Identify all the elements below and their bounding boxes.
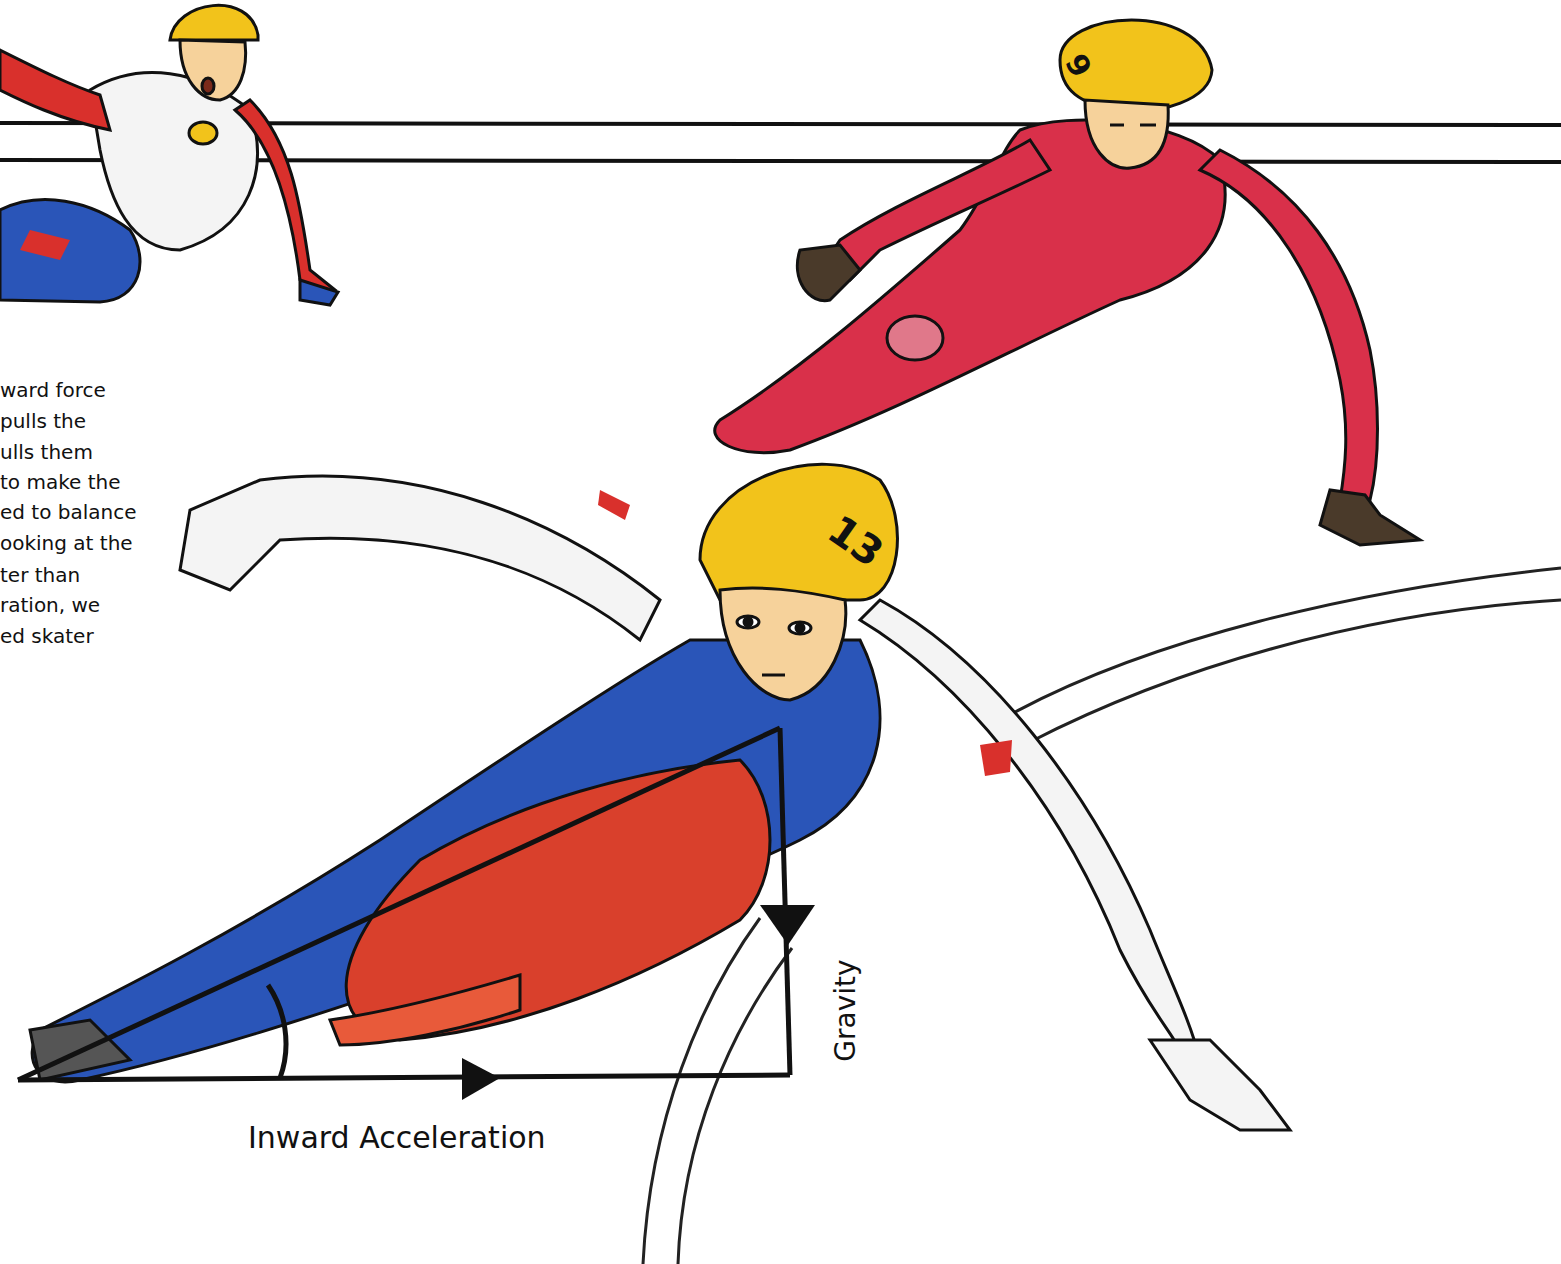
note-fragment: ration, we <box>0 593 100 617</box>
note-fragment: ulls them <box>0 440 93 464</box>
fallen-skater <box>0 5 338 305</box>
note-fragment: ooking at the <box>0 531 133 555</box>
note-fragment: ed to balance <box>0 500 137 524</box>
note-fragment: ter than <box>0 563 80 587</box>
track-lines <box>643 568 1561 1264</box>
force-label: Gravity <box>829 959 862 1061</box>
note-fragment: ed skater <box>0 624 94 648</box>
force-label: Inward Acceleration <box>248 1120 546 1155</box>
force-diagram <box>18 728 815 1100</box>
note-fragment: to make the <box>0 470 121 494</box>
note-fragment: pulls the <box>0 409 86 433</box>
note-fragment: ward force <box>0 378 106 402</box>
blue-skater <box>30 464 1290 1130</box>
